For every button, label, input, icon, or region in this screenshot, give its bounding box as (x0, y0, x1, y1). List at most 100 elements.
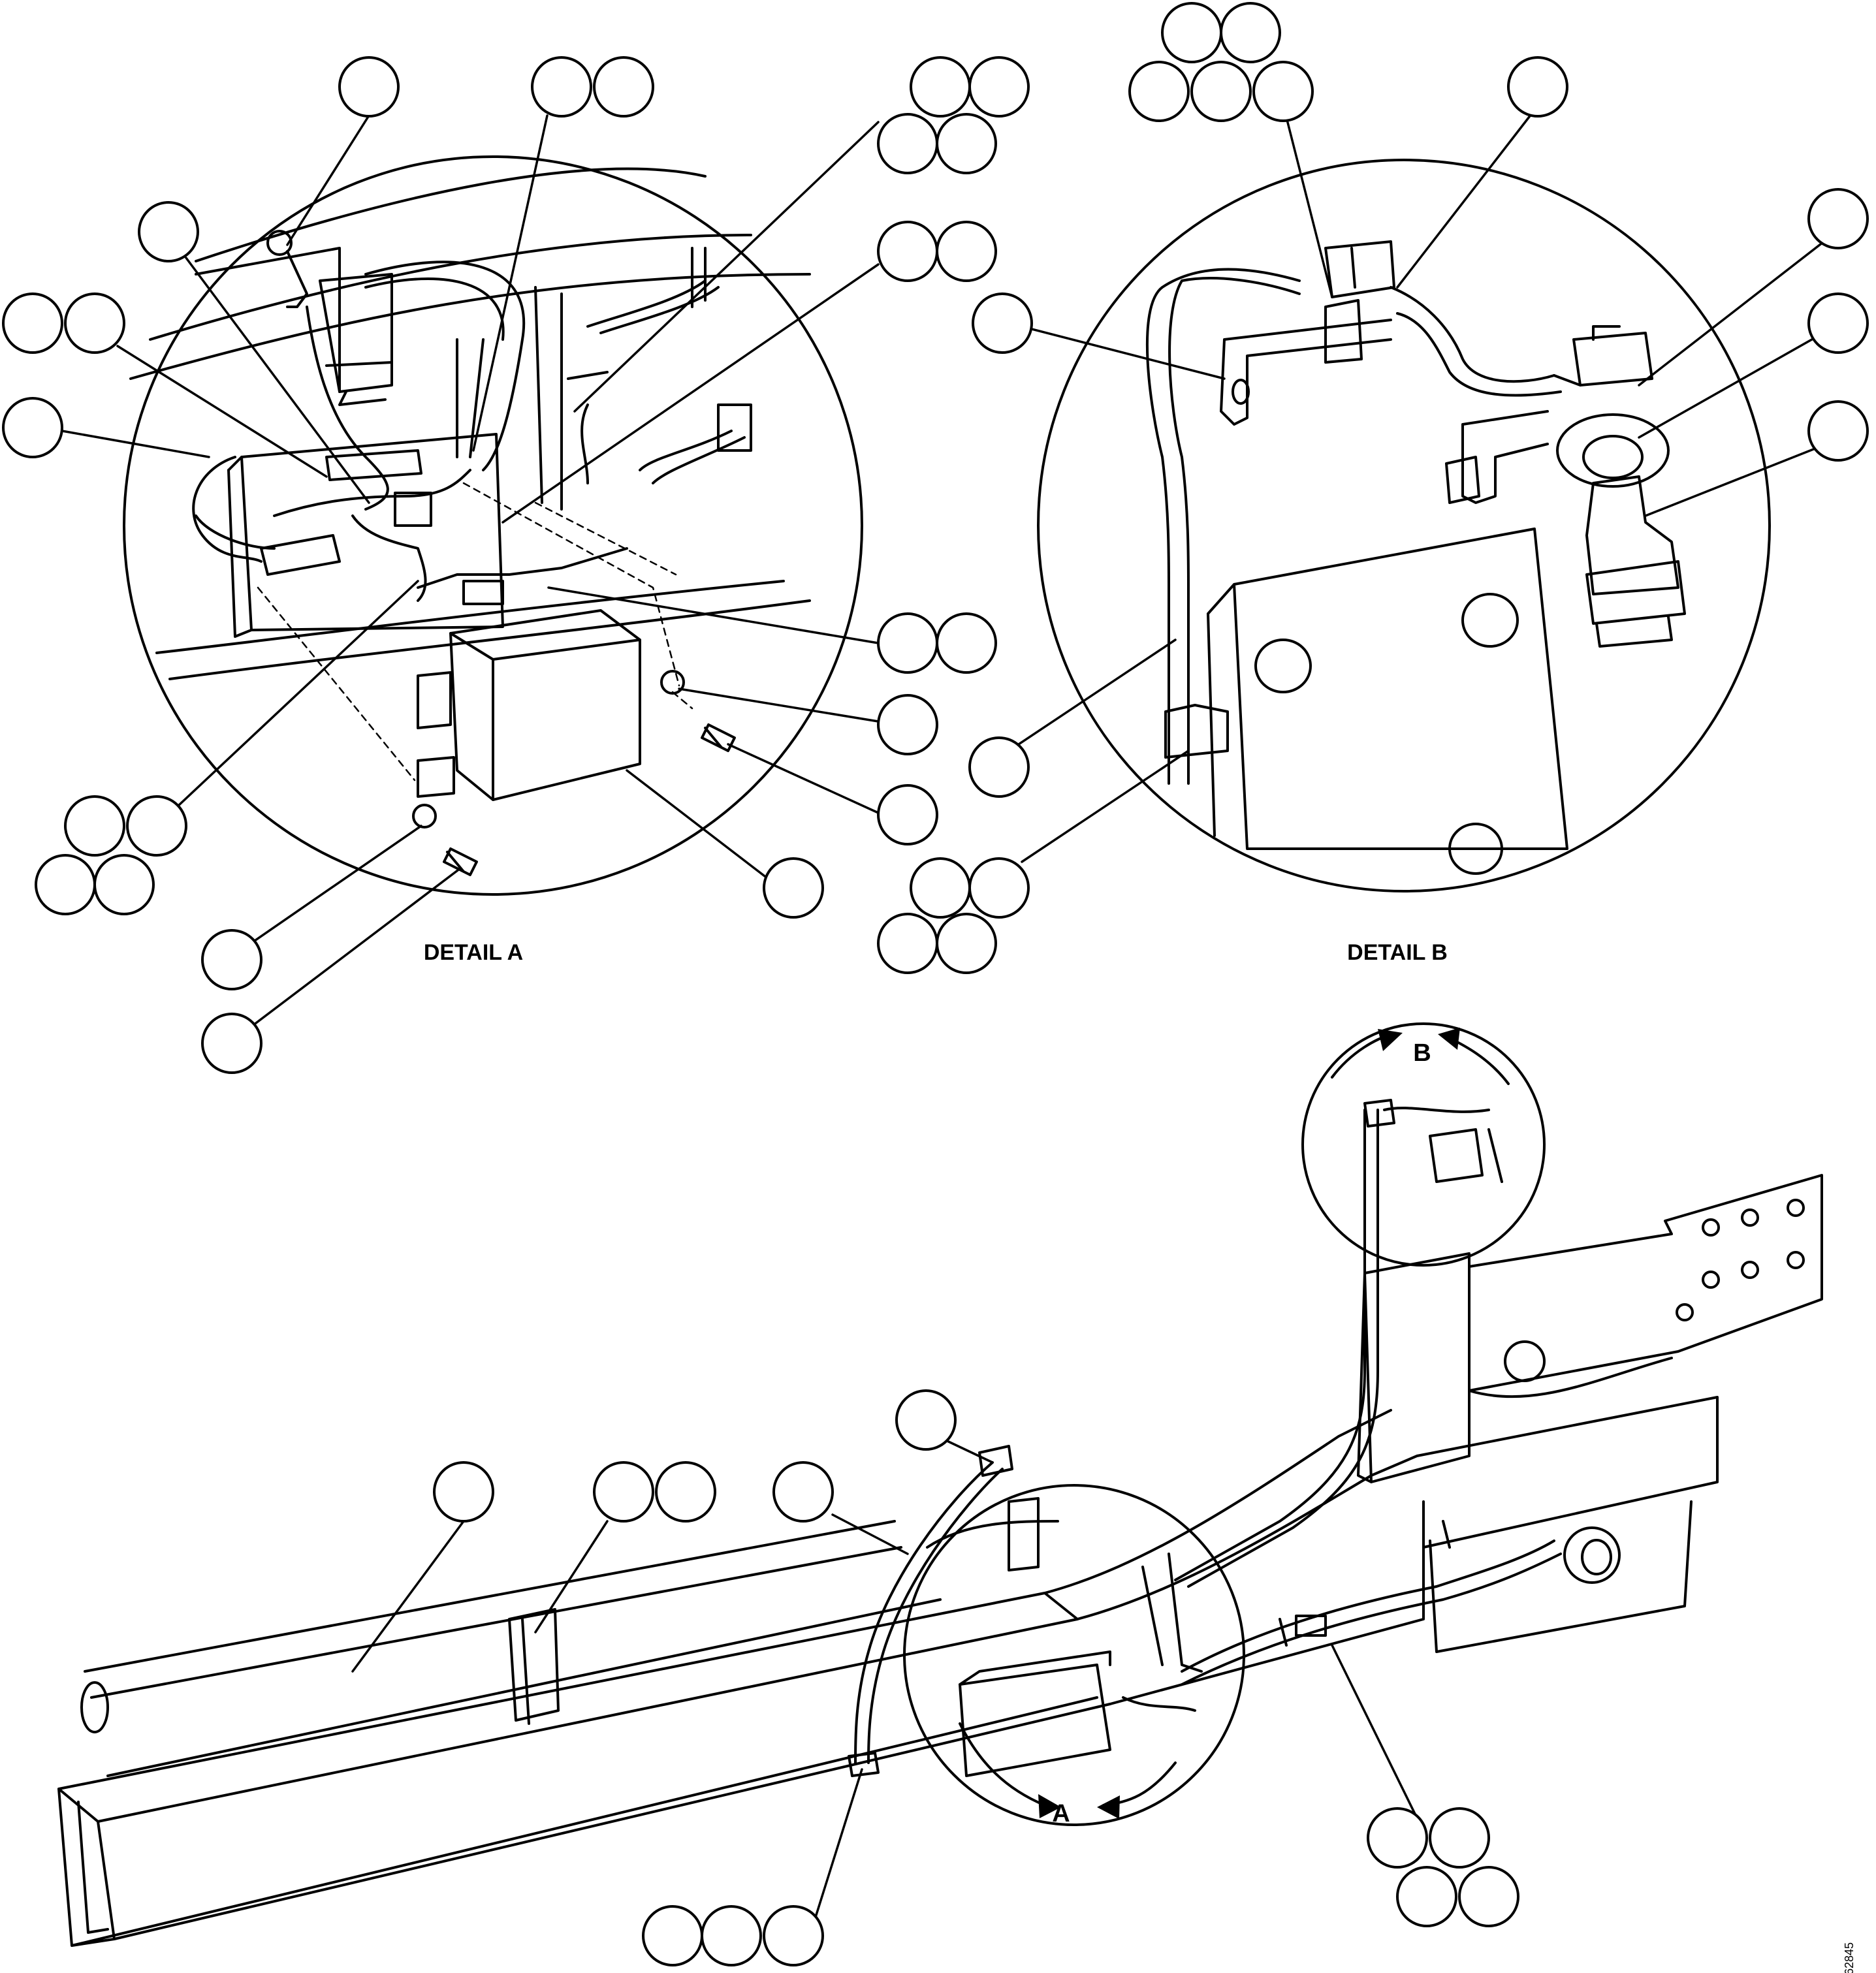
main-plate-hole-5 (1741, 1261, 1759, 1279)
detail-b-sensor-top (1553, 325, 1653, 387)
main-arrowhead-a-left (1038, 1794, 1061, 1818)
detail-a-upper-bracket (319, 273, 393, 406)
detail-a-alignment-dashes (257, 482, 693, 781)
detail-b-regulator (1556, 413, 1670, 488)
detail-b-bracket-hole (1232, 379, 1250, 405)
main-detail-b-contents (1363, 1099, 1503, 1183)
main-lower-harness (1181, 1520, 1562, 1686)
detail-a-screw-left (443, 847, 478, 876)
detail-b-stud (1445, 456, 1480, 504)
balloon (968, 736, 1030, 798)
balloon (936, 113, 997, 174)
balloon (895, 1389, 957, 1451)
detail-a-capacitor-1 (325, 449, 422, 481)
balloon (35, 854, 96, 915)
main-sensor-end-top (978, 1445, 1013, 1477)
balloon (968, 857, 1030, 919)
detail-a-mounting-plate (227, 433, 504, 638)
balloon (138, 201, 199, 262)
main-plate-hole-7 (1676, 1303, 1694, 1321)
main-vertical-cable (1174, 1109, 1379, 1588)
main-vertical-plate (1357, 1252, 1471, 1483)
balloon (877, 694, 938, 755)
main-detail-a-callout (903, 1484, 1245, 1826)
balloon (1396, 1866, 1457, 1927)
detail-b-leaders (1008, 103, 1836, 863)
main-plate-hole-1 (1702, 1218, 1720, 1237)
main-detail-b-callout (1301, 1022, 1546, 1267)
main-tube-end (80, 1681, 109, 1733)
detail-b-fitting (1585, 560, 1686, 648)
detail-b-cable-clamp (1164, 704, 1229, 759)
balloon (64, 795, 125, 857)
balloon (877, 784, 938, 845)
detail-b-connector (1324, 240, 1395, 364)
detail-b-view (1037, 159, 1771, 892)
main-tube-clamp (508, 1608, 560, 1725)
main-assembly-view (57, 1022, 1823, 1947)
main-bracket-plate (1468, 1174, 1823, 1398)
main-plate-hole-3 (1787, 1199, 1805, 1217)
balloon (877, 113, 938, 174)
balloon (1807, 400, 1869, 462)
detail-b-bolt-hole-2 (1461, 593, 1519, 648)
balloon (1807, 292, 1869, 354)
balloon (593, 56, 654, 118)
main-sensor-cable (854, 1461, 1004, 1764)
detail-b-plate (1207, 528, 1568, 850)
balloon (433, 1461, 494, 1523)
balloon (2, 397, 63, 458)
balloon (1128, 61, 1190, 122)
main-plate-hole-4 (1702, 1271, 1720, 1289)
detail-a-module-box (449, 609, 641, 801)
detail-a-boundary (123, 155, 863, 896)
detail-a-washer-right (660, 670, 685, 695)
balloon (877, 221, 938, 282)
detail-b-bolt-hole-1 (1254, 639, 1312, 693)
balloon (201, 1013, 262, 1074)
balloon (701, 1905, 762, 1966)
balloon (1161, 2, 1222, 63)
balloon (593, 1461, 654, 1523)
balloon (910, 56, 971, 118)
detail-b-cable (1145, 268, 1562, 785)
balloon (877, 612, 938, 674)
balloon (1429, 1807, 1490, 1869)
balloon (338, 56, 400, 118)
detail-b-caption: DETAIL B (1347, 940, 1448, 965)
detail-a-leaders (61, 114, 880, 1043)
detail-b-regulator-inner (1582, 435, 1644, 479)
balloon (1807, 188, 1869, 249)
main-arrowheads (1038, 1028, 1460, 1819)
balloon (64, 292, 125, 354)
balloon (655, 1461, 716, 1523)
balloon (763, 857, 824, 919)
balloon (1367, 1807, 1428, 1869)
view-a-letter: A (1052, 1800, 1070, 1827)
main-pin (1504, 1340, 1546, 1382)
main-plate-hole-6 (1787, 1251, 1805, 1269)
balloon (642, 1905, 703, 1966)
detail-b-bracket (1220, 319, 1392, 426)
balloon (936, 221, 997, 282)
balloon (972, 292, 1033, 354)
balloon (201, 929, 262, 990)
main-arrow-a-left (959, 1722, 1046, 1807)
main-wheel (1563, 1526, 1621, 1584)
detail-b-elbow (1585, 475, 1679, 595)
main-arrowhead-b-right (1438, 1028, 1460, 1050)
balloon (936, 913, 997, 974)
balloon (1190, 61, 1252, 122)
main-frame-rise (1043, 1396, 1719, 1705)
main-sensor-end-bottom (848, 1752, 880, 1777)
balloon (910, 857, 971, 919)
main-detail-a-contents (926, 1497, 1203, 1777)
balloon (126, 795, 187, 857)
balloon (1252, 61, 1314, 122)
main-arrowhead-b-left (1378, 1029, 1403, 1051)
main-wheel-hub (1581, 1539, 1612, 1575)
detail-a-capacitor-2 (260, 534, 341, 576)
balloon (1458, 1866, 1519, 1927)
balloon (763, 1905, 824, 1966)
